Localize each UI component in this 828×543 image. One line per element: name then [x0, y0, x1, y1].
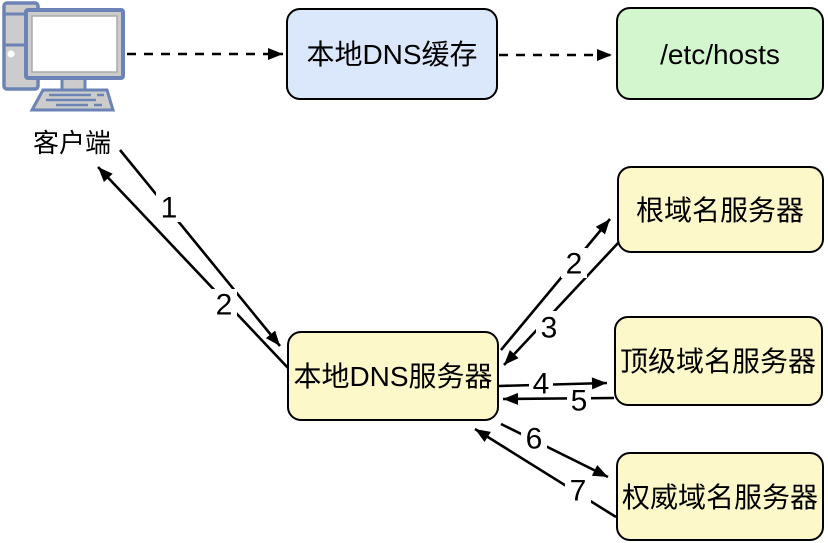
monitor-screen-shape	[31, 15, 118, 73]
etc-hosts-box	[616, 7, 824, 100]
client-label: 客户端	[33, 128, 111, 158]
edge-3-root-to-local-dns	[503, 241, 620, 366]
edge-2-local-dns-to-client	[97, 166, 290, 370]
edge-5-tld-to-local-dns	[502, 392, 615, 405]
dns-cache-node: 本地DNS缓存	[286, 8, 498, 100]
edge-label-bg	[565, 475, 591, 505]
edge-label-1: 1	[156, 192, 182, 225]
edge-label-bg	[521, 423, 547, 453]
tld-dns-box	[614, 316, 823, 406]
svg-text:7: 7	[570, 475, 587, 508]
edge-label-bg	[211, 289, 237, 319]
edge-1-client-to-local-dns	[118, 149, 282, 347]
edge-7-auth-to-local-dns	[474, 427, 617, 519]
tld-dns-label: 顶级域名服务器	[620, 346, 816, 377]
svg-text:6: 6	[526, 423, 543, 456]
dns-cache-box	[286, 8, 498, 100]
etc-hosts-node: /etc/hosts	[616, 7, 824, 100]
local-dns-node: 本地DNS服务器	[287, 331, 499, 421]
tower-power-button-icon	[7, 50, 15, 58]
edge-label-2-root: 2	[561, 248, 587, 281]
edge-label-6: 6	[521, 423, 547, 456]
svg-text:4: 4	[533, 368, 550, 401]
edge-6-local-dns-to-auth	[500, 422, 609, 479]
local-dns-box	[287, 331, 499, 421]
auth-dns-node: 权威域名服务器	[616, 452, 824, 541]
client-computer-icon	[2, 1, 125, 112]
edge-2-local-dns-to-root	[500, 218, 611, 351]
edge-label-5: 5	[567, 385, 591, 418]
etc-hosts-label: /etc/hosts	[660, 39, 780, 70]
edge-label-bg	[561, 248, 587, 278]
edge-label-bg	[529, 371, 553, 397]
root-dns-box	[617, 166, 824, 253]
tld-dns-node: 顶级域名服务器	[614, 316, 823, 406]
edge-label-2-client: 2	[211, 289, 237, 322]
edge-label-bg	[567, 387, 591, 413]
edge-label-bg	[536, 311, 562, 341]
svg-text:2: 2	[566, 248, 583, 281]
root-dns-label: 根域名服务器	[636, 195, 804, 226]
svg-text:2: 2	[216, 289, 233, 322]
edge-label-3: 3	[536, 311, 562, 345]
svg-text:1: 1	[161, 192, 178, 225]
svg-text:3: 3	[541, 312, 558, 345]
auth-dns-label: 权威域名服务器	[622, 482, 818, 513]
auth-dns-box	[616, 452, 824, 541]
edge-label-7: 7	[565, 475, 591, 508]
edge-label-bg	[156, 192, 182, 222]
edge-label-4: 4	[529, 368, 553, 401]
root-dns-node: 根域名服务器	[617, 166, 824, 253]
svg-text:5: 5	[571, 385, 588, 418]
local-dns-label: 本地DNS服务器	[293, 361, 492, 392]
dns-cache-label: 本地DNS缓存	[306, 39, 477, 70]
